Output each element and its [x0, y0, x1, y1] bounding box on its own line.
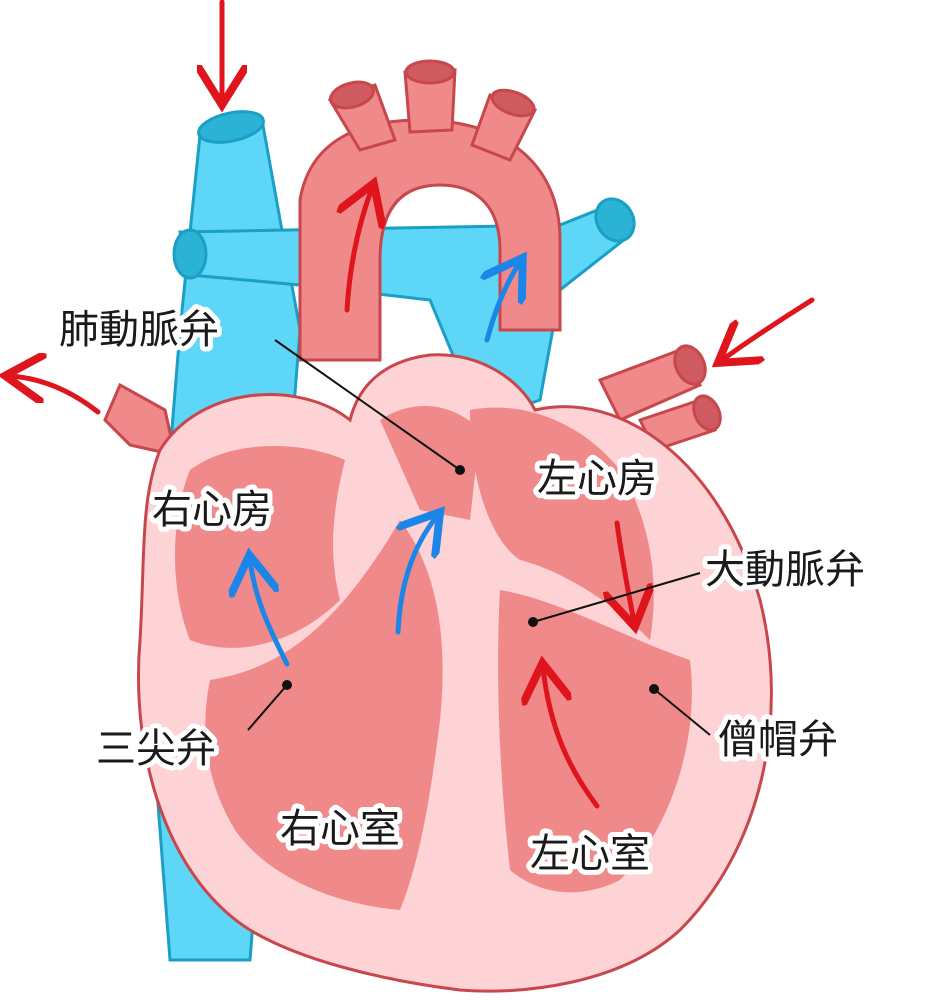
labels: 肺動脈弁 右心房 左心房 大動脈弁 三尖弁 僧帽弁 右心室 左心室 — [54, 302, 870, 882]
aorta — [298, 59, 562, 362]
leader-pulmonary-valve — [274, 339, 461, 471]
flow-arrow-rv-up — [395, 516, 437, 635]
label-mitral-valve: 僧帽弁 — [718, 717, 838, 763]
label-right-ventricle: 右心室 — [280, 806, 400, 852]
label-left-atrium: 左心房 — [537, 456, 657, 502]
leader-aortic-valve — [532, 572, 701, 623]
label-aortic-valve: 大動脈弁 — [705, 547, 865, 593]
label-pulmonary-valve: 肺動脈弁 — [59, 307, 219, 353]
right-atrium-chamber — [175, 446, 345, 648]
flow-arrow-pulmonary-up — [487, 262, 520, 343]
leader-dot-tricuspid-valve — [282, 680, 292, 690]
pulmonary-branch-left — [103, 382, 177, 457]
left-atrium-chamber — [470, 407, 654, 640]
flow-arrow-la-to-lv — [617, 520, 634, 622]
label-tricuspid-valve: 三尖弁 — [96, 726, 216, 772]
flow-arrow-aorta-up — [347, 188, 372, 313]
leader-mitral-valve — [653, 688, 711, 736]
leader-dot-aortic-valve — [528, 617, 538, 627]
leader-dot-pulmonary-valve — [455, 465, 465, 475]
leader-tricuspid-valve — [247, 684, 288, 731]
leader-lines — [247, 339, 711, 736]
leader-dot-mitral-valve — [649, 684, 659, 694]
flow-arrow-lv-up — [543, 668, 600, 809]
pulmonary-veins — [597, 344, 722, 452]
flow-arrow-pa-out — [10, 376, 101, 415]
flow-arrow-pv-in — [722, 297, 815, 360]
right-ventricle-chamber — [205, 520, 443, 910]
label-left-ventricle: 左心室 — [530, 831, 650, 877]
label-right-atrium: 右心房 — [152, 487, 272, 533]
flow-arrow-ra-to-rv — [250, 560, 290, 667]
outflow-tract — [380, 406, 480, 520]
flow-arrows — [10, 0, 815, 809]
